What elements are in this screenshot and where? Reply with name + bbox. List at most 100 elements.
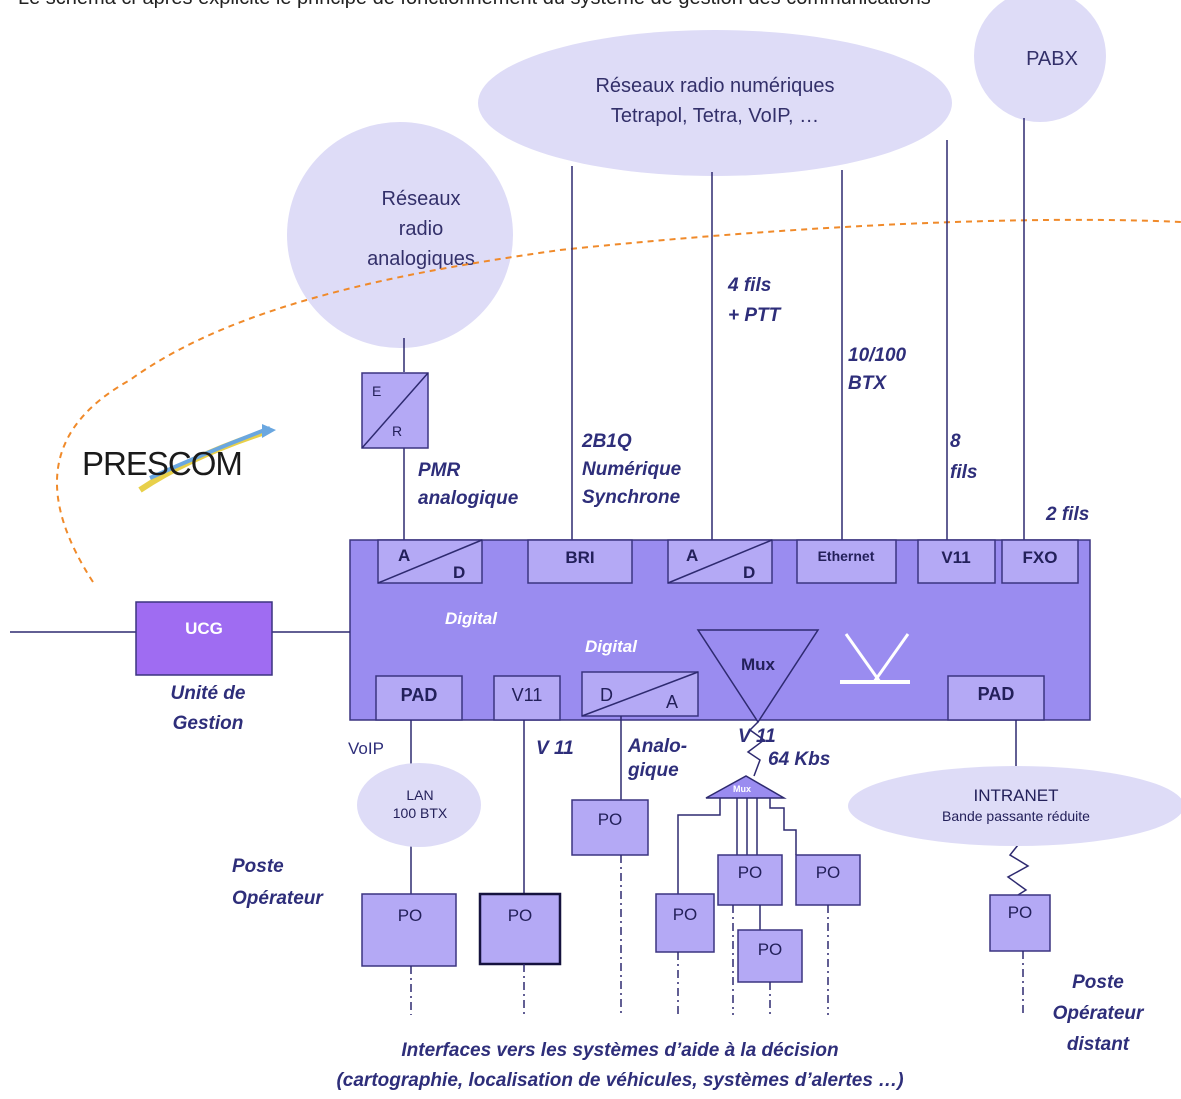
po-box-analog (571, 799, 649, 856)
ucg-caption-1: Unité de (171, 683, 246, 704)
po-analog-label: PO (598, 810, 623, 829)
port-pad-left (375, 675, 463, 721)
bri-label-1: 2B1Q (581, 431, 632, 452)
port-bri-label: BRI (565, 548, 594, 567)
lan-label-2: 100 BTX (393, 805, 448, 821)
analog-radio-cloud (287, 122, 513, 348)
port-ethernet-label: Ethernet (818, 548, 875, 564)
port-pad-right (947, 675, 1045, 721)
pabx-label: PABX (1026, 48, 1078, 70)
switch-cross-icon (840, 633, 910, 684)
ethernet-label-1: 10/100 (848, 345, 907, 366)
ethernet-label-2: BTX (848, 373, 887, 394)
pabx-cloud (974, 0, 1106, 122)
er-bottom: R (392, 423, 402, 439)
analogique-label-2: gique (627, 760, 679, 781)
poste-distant-line-3: distant (1067, 1034, 1130, 1055)
port-fxo-label: FXO (1023, 548, 1058, 567)
port-da-a: A (666, 692, 678, 712)
mux-label: Mux (741, 655, 776, 674)
analog-radio-line-2: radio (399, 218, 443, 240)
port-v11-top-label: V11 (941, 548, 970, 567)
digital-label-2: Digital (585, 637, 638, 656)
po-box-mux-2 (795, 854, 861, 906)
poste-operateur-line-2: Opérateur (232, 888, 324, 909)
four-wire-label-2: + PTT (728, 305, 782, 326)
port-ad-2-d: D (743, 563, 755, 582)
port-ad-1-a: A (398, 546, 410, 565)
mux-triangle (696, 629, 820, 724)
digital-radio-title: Réseaux radio numériques (595, 75, 834, 97)
poste-operateur-line-1: Poste (232, 856, 284, 877)
v11-bottom-label: V 11 (536, 738, 574, 759)
port-pad-right-label: PAD (978, 684, 1015, 704)
pmr-label-1: PMR (418, 460, 461, 481)
poste-distant-line-2: Opérateur (1053, 1003, 1145, 1024)
analogique-label-1: Analo- (627, 736, 687, 757)
bri-label-2: Numérique (582, 459, 682, 480)
mux-link-label-1: V 11 (738, 726, 776, 747)
port-v11-bottom (493, 675, 561, 721)
mux-link-label-2: 64 Kbs (768, 749, 830, 770)
port-da-d: D (600, 685, 613, 705)
top-text: Le schéma ci-après explicite le principe… (18, 0, 931, 9)
intranet-sublabel: Bande passante réduite (942, 808, 1090, 824)
intranet-cloud (848, 766, 1181, 846)
small-mux (705, 775, 787, 799)
po-remote-label: PO (1008, 903, 1033, 922)
footer-line-1: Interfaces vers les systèmes d’aide à la… (401, 1040, 838, 1061)
pmr-label-2: analogique (418, 488, 519, 509)
port-pad-left-label: PAD (401, 685, 438, 705)
analog-radio-line-3: analogiques (367, 248, 475, 270)
two-wire-label: 2 fils (1045, 504, 1089, 525)
analog-radio-line-1: Réseaux (382, 188, 461, 210)
logo-text: PRESCOM (82, 445, 242, 482)
po-box-v11 (478, 892, 562, 966)
ucg-box (135, 601, 273, 676)
port-da: D A (581, 671, 699, 717)
po-box-mux-4 (737, 929, 803, 983)
small-mux-label: Mux (733, 784, 751, 794)
po-box-remote (989, 894, 1051, 952)
intranet-label: INTRANET (974, 786, 1059, 805)
port-ad-2: A D (667, 539, 773, 584)
port-ad-2-a: A (686, 546, 698, 565)
port-bri (527, 539, 633, 584)
port-v11-top (917, 539, 996, 584)
er-top: E (372, 383, 381, 399)
po-v11-label: PO (508, 906, 533, 925)
po-mux-3-label: PO (673, 905, 698, 924)
port-ad-1: A D (377, 539, 483, 584)
digital-radio-network-cloud (478, 30, 952, 176)
port-ad-1-d: D (453, 563, 465, 582)
eight-wire-label-1: 8 (950, 431, 961, 452)
voip-label: VoIP (348, 739, 384, 758)
po-mux-2-label: PO (816, 863, 841, 882)
ucg-label: UCG (185, 619, 223, 638)
port-fxo (1001, 539, 1079, 584)
bri-label-3: Synchrone (582, 487, 681, 508)
po-mux-1-label: PO (738, 863, 763, 882)
presence-zone-curve (56, 218, 1181, 583)
poste-distant-line-1: Poste (1072, 972, 1124, 993)
footer-line-2: (cartographie, localisation de véhicules… (336, 1070, 903, 1091)
ucg-caption-2: Gestion (173, 713, 244, 734)
po-box-mux-3 (655, 893, 715, 953)
four-wire-label-1: 4 fils (727, 275, 771, 296)
er-converter: E R (361, 372, 429, 449)
small-mux-branches (677, 798, 797, 894)
lan-label-1: LAN (406, 787, 433, 803)
eight-wire-label-2: fils (950, 462, 977, 483)
digital-radio-list: Tetrapol, Tetra, VoIP, … (611, 105, 819, 127)
prescom-logo: PRESCOM (82, 424, 276, 493)
po-mux-4-label: PO (758, 940, 783, 959)
lan-cloud (357, 763, 481, 847)
po-box-mux-1 (717, 854, 783, 906)
po-lan-label: PO (398, 906, 423, 925)
po-box-lan (361, 893, 457, 967)
intranet-zigzag-link (1006, 844, 1030, 896)
port-ethernet (796, 539, 897, 584)
port-v11-bottom-label: V11 (512, 685, 543, 705)
digital-label-1: Digital (445, 609, 498, 628)
mux-zigzag-link (746, 721, 766, 777)
